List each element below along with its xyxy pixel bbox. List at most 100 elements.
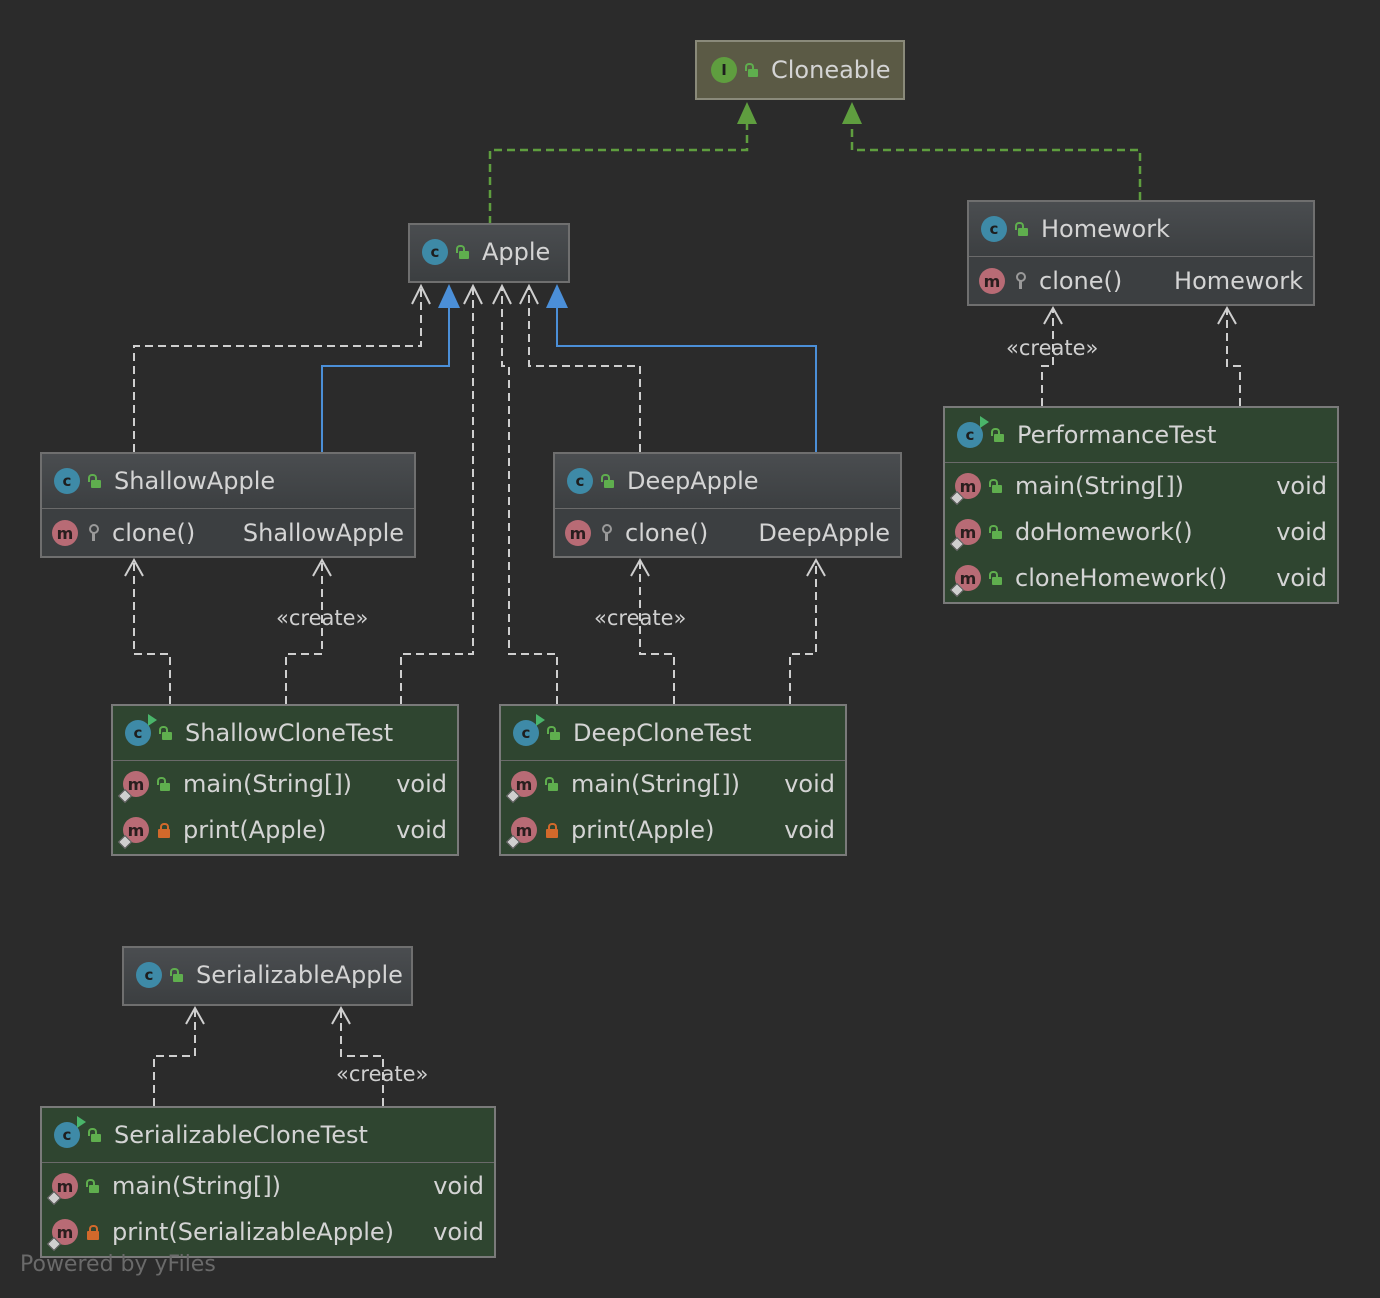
method-name: main(String[]) [571, 770, 741, 798]
method-name: print(Apple) [571, 816, 715, 844]
serializableclonetest-header: c SerializableCloneTest [42, 1108, 494, 1163]
static-method-icon: m [949, 565, 981, 598]
class-icon: c [981, 216, 1007, 242]
static-method-icon: m [949, 519, 981, 552]
public-lock-icon [989, 525, 1003, 539]
create-label-serializable: «create» [336, 1062, 429, 1086]
cloneable-node[interactable]: I Cloneable [695, 40, 905, 100]
class-icon: c [567, 468, 593, 494]
method-type: DeepApple [758, 519, 890, 547]
shallowapple-node[interactable]: c ShallowApple m clone() ShallowApple [40, 452, 416, 558]
method-row[interactable]: m clone() DeepApple [555, 509, 900, 557]
serializableapple-node[interactable]: c SerializableApple [122, 946, 413, 1006]
method-type: void [1276, 518, 1327, 546]
method-row[interactable]: m main(String[]) void [113, 761, 457, 807]
performancetest-header: c PerformanceTest [945, 408, 1337, 463]
method-name: doHomework() [1015, 518, 1193, 546]
performancetest-title: PerformanceTest [1017, 421, 1217, 449]
method-row[interactable]: m clone() Homework [969, 257, 1313, 305]
serializableapple-title: SerializableApple [196, 961, 403, 989]
public-lock-icon [159, 726, 173, 740]
method-name: print(Apple) [183, 816, 327, 844]
public-lock-icon [547, 726, 561, 740]
deepapple-title: DeepApple [627, 467, 759, 495]
homework-node[interactable]: c Homework m clone() Homework [967, 200, 1315, 306]
method-type: void [396, 770, 447, 798]
inheritance-deepapple-apple [546, 284, 817, 452]
apple-node[interactable]: c Apple [408, 223, 570, 283]
deepclonetest-title: DeepCloneTest [573, 719, 752, 747]
method-row[interactable]: m main(String[]) void [42, 1163, 494, 1209]
public-lock-icon [157, 777, 171, 791]
interface-icon: I [711, 57, 737, 83]
protected-key-icon [599, 524, 613, 542]
apple-title: Apple [482, 238, 551, 266]
cloneable-header: I Cloneable [697, 42, 903, 98]
deepapple-node[interactable]: c DeepApple m clone() DeepApple [553, 452, 902, 558]
shallowclonetest-title: ShallowCloneTest [185, 719, 394, 747]
protected-key-icon [1013, 272, 1027, 290]
public-lock-icon [86, 1179, 100, 1193]
homework-title: Homework [1041, 215, 1170, 243]
method-name: cloneHomework() [1015, 564, 1228, 592]
realization-homework-cloneable [842, 102, 1142, 200]
dependency-lines [133, 286, 1241, 1106]
runnable-class-icon: c [125, 714, 157, 746]
public-lock-icon [1015, 222, 1029, 236]
method-name: main(String[]) [183, 770, 353, 798]
deepclonetest-node[interactable]: c DeepCloneTest m main(String[]) void m … [499, 704, 847, 856]
method-type: void [1276, 472, 1327, 500]
method-type: void [784, 770, 835, 798]
public-lock-icon [991, 428, 1005, 442]
shallowclonetest-node[interactable]: c ShallowCloneTest m main(String[]) void… [111, 704, 459, 856]
protected-key-icon [86, 524, 100, 542]
method-row[interactable]: m cloneHomework() void [945, 555, 1337, 601]
serializableclonetest-node[interactable]: c SerializableCloneTest m main(String[])… [40, 1106, 496, 1258]
static-method-icon: m [505, 771, 537, 804]
method-type: ShallowApple [242, 519, 404, 547]
method-row[interactable]: m print(SerializableApple) void [42, 1209, 494, 1255]
serializableapple-header: c SerializableApple [124, 948, 411, 1002]
private-lock-icon [157, 823, 171, 838]
shallowapple-title: ShallowApple [114, 467, 276, 495]
runnable-class-icon: c [54, 1116, 86, 1148]
powered-by-footer: Powered by yFiles [20, 1252, 216, 1277]
shallowclonetest-header: c ShallowCloneTest [113, 706, 457, 761]
public-lock-icon [545, 777, 559, 791]
method-row[interactable]: m clone() ShallowApple [42, 509, 414, 557]
method-type: void [396, 816, 447, 844]
method-row[interactable]: m main(String[]) void [501, 761, 845, 807]
shallowapple-header: c ShallowApple [42, 454, 414, 509]
public-lock-icon [745, 63, 759, 77]
deepclonetest-header: c DeepCloneTest [501, 706, 845, 761]
method-icon: m [565, 520, 591, 546]
create-label-performance: «create» [1006, 336, 1099, 360]
method-type: void [433, 1172, 484, 1200]
method-name: main(String[]) [1015, 472, 1185, 500]
serializableclonetest-title: SerializableCloneTest [114, 1121, 368, 1149]
runnable-class-icon: c [513, 714, 545, 746]
method-row[interactable]: m print(Apple) void [113, 807, 457, 853]
public-lock-icon [989, 571, 1003, 585]
method-row[interactable]: m print(Apple) void [501, 807, 845, 853]
runnable-class-icon: c [957, 416, 989, 448]
dependency-arrowheads [124, 283, 1237, 1025]
method-name: clone() [625, 519, 709, 547]
private-lock-icon [86, 1225, 100, 1240]
method-type: void [1276, 564, 1327, 592]
deepapple-header: c DeepApple [555, 454, 900, 509]
method-icon: m [979, 268, 1005, 294]
public-lock-icon [88, 1128, 102, 1142]
static-method-icon: m [117, 771, 149, 804]
method-row[interactable]: m main(String[]) void [945, 463, 1337, 509]
method-name: clone() [112, 519, 196, 547]
performancetest-node[interactable]: c PerformanceTest m main(String[]) void … [943, 406, 1339, 604]
public-lock-icon [88, 474, 102, 488]
method-name: clone() [1039, 267, 1123, 295]
apple-header: c Apple [410, 225, 568, 279]
public-lock-icon [989, 479, 1003, 493]
method-row[interactable]: m doHomework() void [945, 509, 1337, 555]
public-lock-icon [601, 474, 615, 488]
create-label-shallow: «create» [276, 606, 369, 630]
